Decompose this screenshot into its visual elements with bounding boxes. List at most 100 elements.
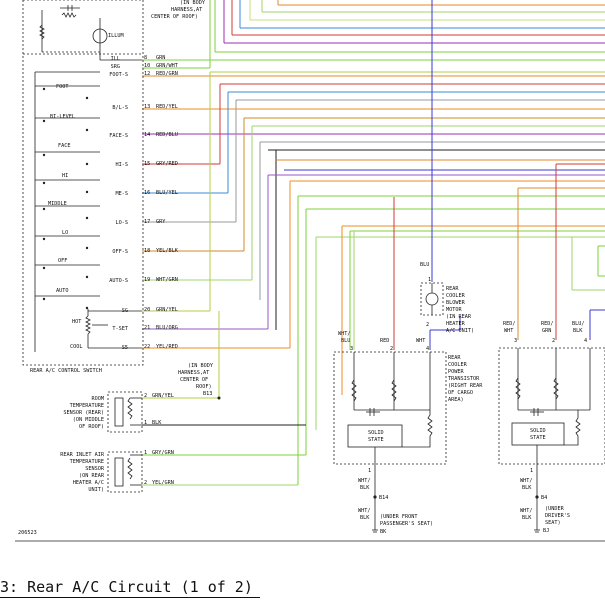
pin-num: 3 — [514, 338, 517, 344]
right-transistor-labels: RED/ WHT 3 RED/ GRN 2 BLU/ BLK 4 SOLID S… — [503, 321, 587, 534]
inlet-sensor-labels: REAR INLET AIR TEMPERATURE SENSOR (ON RE… — [60, 450, 174, 493]
pin-num: 4 — [584, 338, 587, 344]
solid-state-label: SOLID — [530, 428, 546, 434]
wiring-diagram: ILLUM (IN BODY HARNESS,AT CENTER OF ROOF… — [15, 0, 605, 542]
pin-wire: GRY — [156, 219, 166, 225]
blower-label-line: COOLER — [446, 293, 466, 299]
pin-name: HI-S — [116, 162, 129, 168]
connector-label: B4 — [541, 495, 547, 501]
wire-label: BLK — [360, 515, 370, 521]
transistor-label-line: (RIGHT REAR — [448, 383, 483, 389]
blower-labels: BLU 1 2 REAR COOLER BLOWER MOTOR (IN REA… — [420, 262, 474, 334]
pin-num: 1 — [428, 277, 431, 283]
rear-ac-control-switch — [22, 0, 144, 366]
harness-note-top-1: (IN BODY — [180, 0, 206, 6]
harness-note-line: (IN BODY — [188, 363, 214, 369]
pin-num: 2 — [390, 346, 393, 352]
room-temp-sensor — [107, 391, 143, 433]
solid-state-label: SOLID — [368, 430, 384, 436]
ground-symbols — [372, 529, 540, 533]
mode-switch-contacts — [35, 85, 100, 297]
pin-wire: GRN/YEL — [156, 307, 178, 313]
blower-label-line: A/C UNIT) — [446, 328, 474, 334]
wire-label: BLK — [360, 485, 370, 491]
bilevel-label: BI-LEVEL — [50, 114, 75, 120]
blower-motor — [420, 282, 444, 316]
pin-num: 20 — [144, 307, 150, 313]
pin-wire: BLU/YEL — [156, 190, 178, 196]
sensor-label-line: UNIT) — [88, 487, 104, 493]
wire-label: WHT/ — [358, 478, 371, 484]
wire-label: WHT/ — [338, 331, 351, 337]
pin-wire: RED/BLU — [156, 132, 178, 138]
pin-name: AUTO-S — [109, 278, 128, 284]
ground-label: BJ — [543, 528, 549, 534]
hot-label: HOT — [72, 319, 81, 325]
pin-wire: RED/YEL — [156, 104, 178, 110]
connector-label: B13 — [203, 391, 212, 397]
wire-label: BLK — [573, 328, 583, 334]
pin-num: 4 — [426, 346, 429, 352]
pin-labels: ILL 8 GRN SRG 10 GRN/WHT FOOT-S 12 RED/G… — [109, 55, 178, 351]
pin-wire: YEL/BLK — [156, 248, 179, 254]
room-sensor-labels: ROOM TEMPERATURE SENSOR (REAR) (ON MIDDL… — [63, 393, 173, 430]
pin-num: 14 — [144, 132, 150, 138]
blower-label-line: HEATER — [446, 321, 466, 327]
pin-name: B/L-S — [112, 105, 128, 111]
harness-note-top-2: HARNESS,AT — [171, 7, 202, 13]
pin-num: 19 — [144, 277, 150, 283]
pin-num: 1 — [144, 420, 147, 426]
pin-num: 10 — [144, 63, 150, 69]
pin-wire: WHT/GRN — [156, 277, 178, 283]
pin-name: S5 — [122, 345, 128, 351]
pin-name: LO-S — [116, 220, 129, 226]
pin-wire: BLU/ORG — [156, 325, 178, 331]
pin-name: FACE-S — [109, 133, 128, 139]
pin-wire: BLK — [152, 420, 162, 426]
sensor-label-line: REAR INLET AIR — [60, 452, 105, 458]
pin-wire: GRY/GRN — [152, 450, 174, 456]
pin-num: 3 — [350, 346, 353, 352]
wire-label: BLU/ — [572, 321, 585, 327]
transistor-label-line: TRANSISTOR — [448, 376, 480, 382]
hi-label: HI — [62, 173, 68, 179]
control-switch-title: REAR A/C CONTROL SWITCH — [30, 368, 102, 374]
pin-name: SRG — [111, 64, 120, 70]
pin-num: 15 — [144, 161, 150, 167]
pin-num: 13 — [144, 104, 150, 110]
harness-note-line: CENTER OF — [180, 377, 208, 383]
wire-label: BLK — [522, 485, 532, 491]
pin-num: 18 — [144, 248, 150, 254]
cool-label: COOL — [70, 344, 83, 350]
pin-num: 8 — [144, 55, 147, 61]
pin-wire: YEL/GRN — [152, 480, 174, 486]
wire-label: RED — [380, 338, 389, 344]
ground-note: SEAT) — [545, 520, 561, 526]
wire-label: WHT/ — [358, 508, 371, 514]
harness-note-line: ROOF) — [196, 384, 212, 390]
pin-name: T-SET — [112, 326, 128, 332]
wire-label: WHT — [416, 338, 425, 344]
inlet-air-temp-sensor — [107, 451, 143, 493]
harness-note-top-3: CENTER OF ROOF) — [151, 14, 198, 20]
pin-num: 17 — [144, 219, 150, 225]
sensor-label-line: HEATER A/C — [73, 480, 104, 486]
off-label: OFF — [58, 258, 67, 264]
pin-num: 2 — [144, 393, 147, 399]
wire-label: WHT/ — [520, 478, 533, 484]
pin-name: OFF-S — [112, 249, 128, 255]
auto-label: AUTO — [56, 288, 69, 294]
sensor-label-line: (ON REAR — [79, 473, 105, 479]
solid-state-label: STATE — [368, 437, 384, 443]
rear-cooler-power-transistor-right — [498, 347, 605, 530]
left-transistor-labels: WHT/ BLU 3 RED 2 WHT 4 REAR COOLER POWER… — [338, 331, 483, 535]
ground-note: DRIVER'S — [545, 513, 570, 519]
ground-note: (UNDER FRONT — [380, 514, 417, 520]
pin-wire: GRN/YEL — [152, 393, 174, 399]
wire-label: RED/ — [541, 321, 554, 327]
pin-num: 1 — [368, 468, 371, 474]
ground-note: (UNDER — [545, 506, 565, 512]
pin-num: 2 — [144, 480, 147, 486]
pin-wire: RED/GRN — [156, 71, 178, 77]
sensor-label-line: SENSOR — [85, 466, 105, 472]
